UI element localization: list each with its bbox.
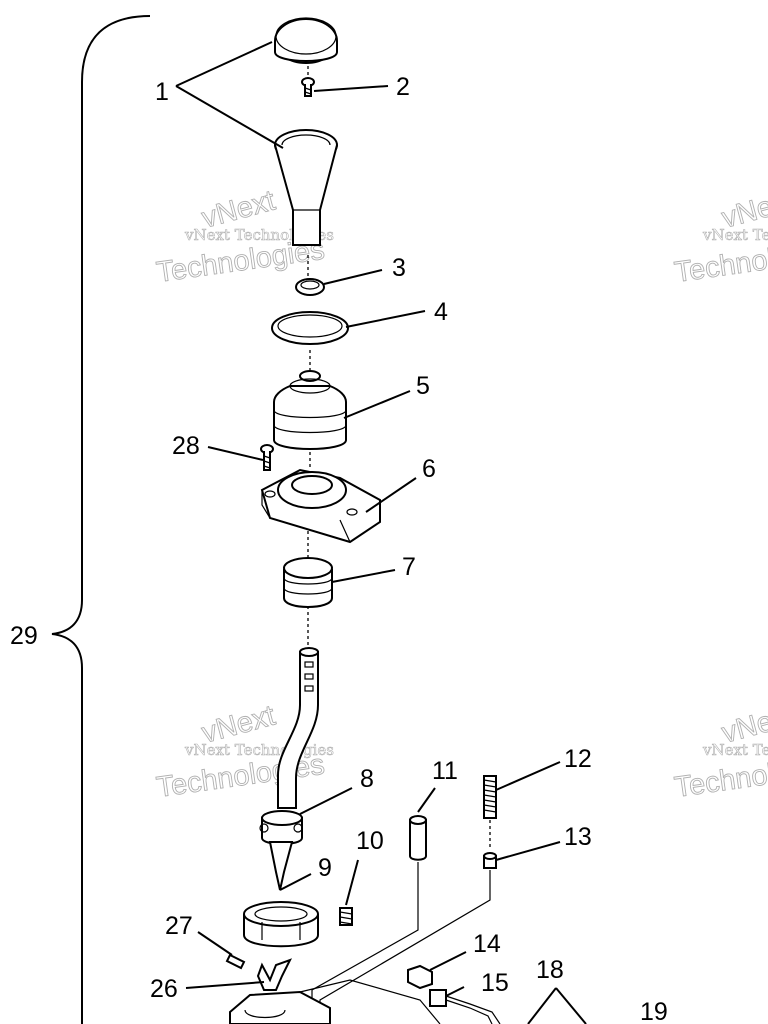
part-rubber-boot (273, 370, 347, 450)
part-clip (256, 958, 293, 991)
callout-7: 7 (402, 553, 416, 581)
part-pin (409, 815, 427, 861)
callout-5: 5 (416, 372, 430, 400)
part-connector (429, 989, 501, 1024)
callout-8: 8 (360, 765, 374, 793)
callout-11: 11 (432, 757, 458, 785)
callout-19: 19 (640, 998, 668, 1024)
callout-9: 9 (318, 854, 332, 882)
leader-wire (311, 862, 491, 1024)
callout-27: 27 (165, 912, 193, 940)
part-knob-body (274, 129, 338, 246)
leader-lines (175, 41, 587, 1024)
part-roll-pin (225, 953, 246, 970)
callout-6: 6 (422, 455, 436, 483)
callout-29: 29 (10, 622, 38, 650)
part-shift-lever (259, 647, 319, 891)
part-screw-28 (260, 444, 274, 471)
part-small-nut (483, 852, 497, 869)
callout-14: 14 (473, 930, 501, 958)
part-threaded-rod (483, 775, 497, 850)
callout-12: 12 (564, 745, 592, 773)
callout-labels: 1 2 3 4 5 6 7 8 9 10 11 12 13 14 15 18 1… (10, 73, 668, 1024)
callout-1: 1 (155, 78, 169, 106)
callout-18: 18 (536, 956, 564, 984)
part-screw-2 (301, 77, 315, 97)
part-collar (243, 901, 319, 948)
assembly-brace (51, 15, 151, 1024)
callout-10: 10 (356, 827, 384, 855)
part-base-plate (260, 468, 381, 544)
part-bushing (283, 557, 333, 608)
watermark-text: vNext Technologies (702, 226, 768, 244)
watermark-text: vNext Technologies (702, 741, 768, 759)
callout-4: 4 (434, 298, 448, 326)
part-small-ring (295, 278, 325, 296)
assembly-axis (307, 60, 311, 648)
callout-3: 3 (392, 254, 406, 282)
part-set-screw (339, 907, 353, 926)
callout-2: 2 (396, 73, 410, 101)
part-large-ring (271, 311, 349, 345)
part-housing (229, 979, 441, 1024)
callout-28: 28 (172, 432, 200, 460)
callout-13: 13 (564, 823, 592, 851)
part-toggle-switch (407, 964, 433, 990)
callout-15: 15 (481, 969, 509, 997)
watermark-group: vNext Technologies Technologies vNext vN… (154, 184, 768, 804)
part-knob-cap (274, 17, 338, 64)
callout-26: 26 (150, 975, 178, 1003)
